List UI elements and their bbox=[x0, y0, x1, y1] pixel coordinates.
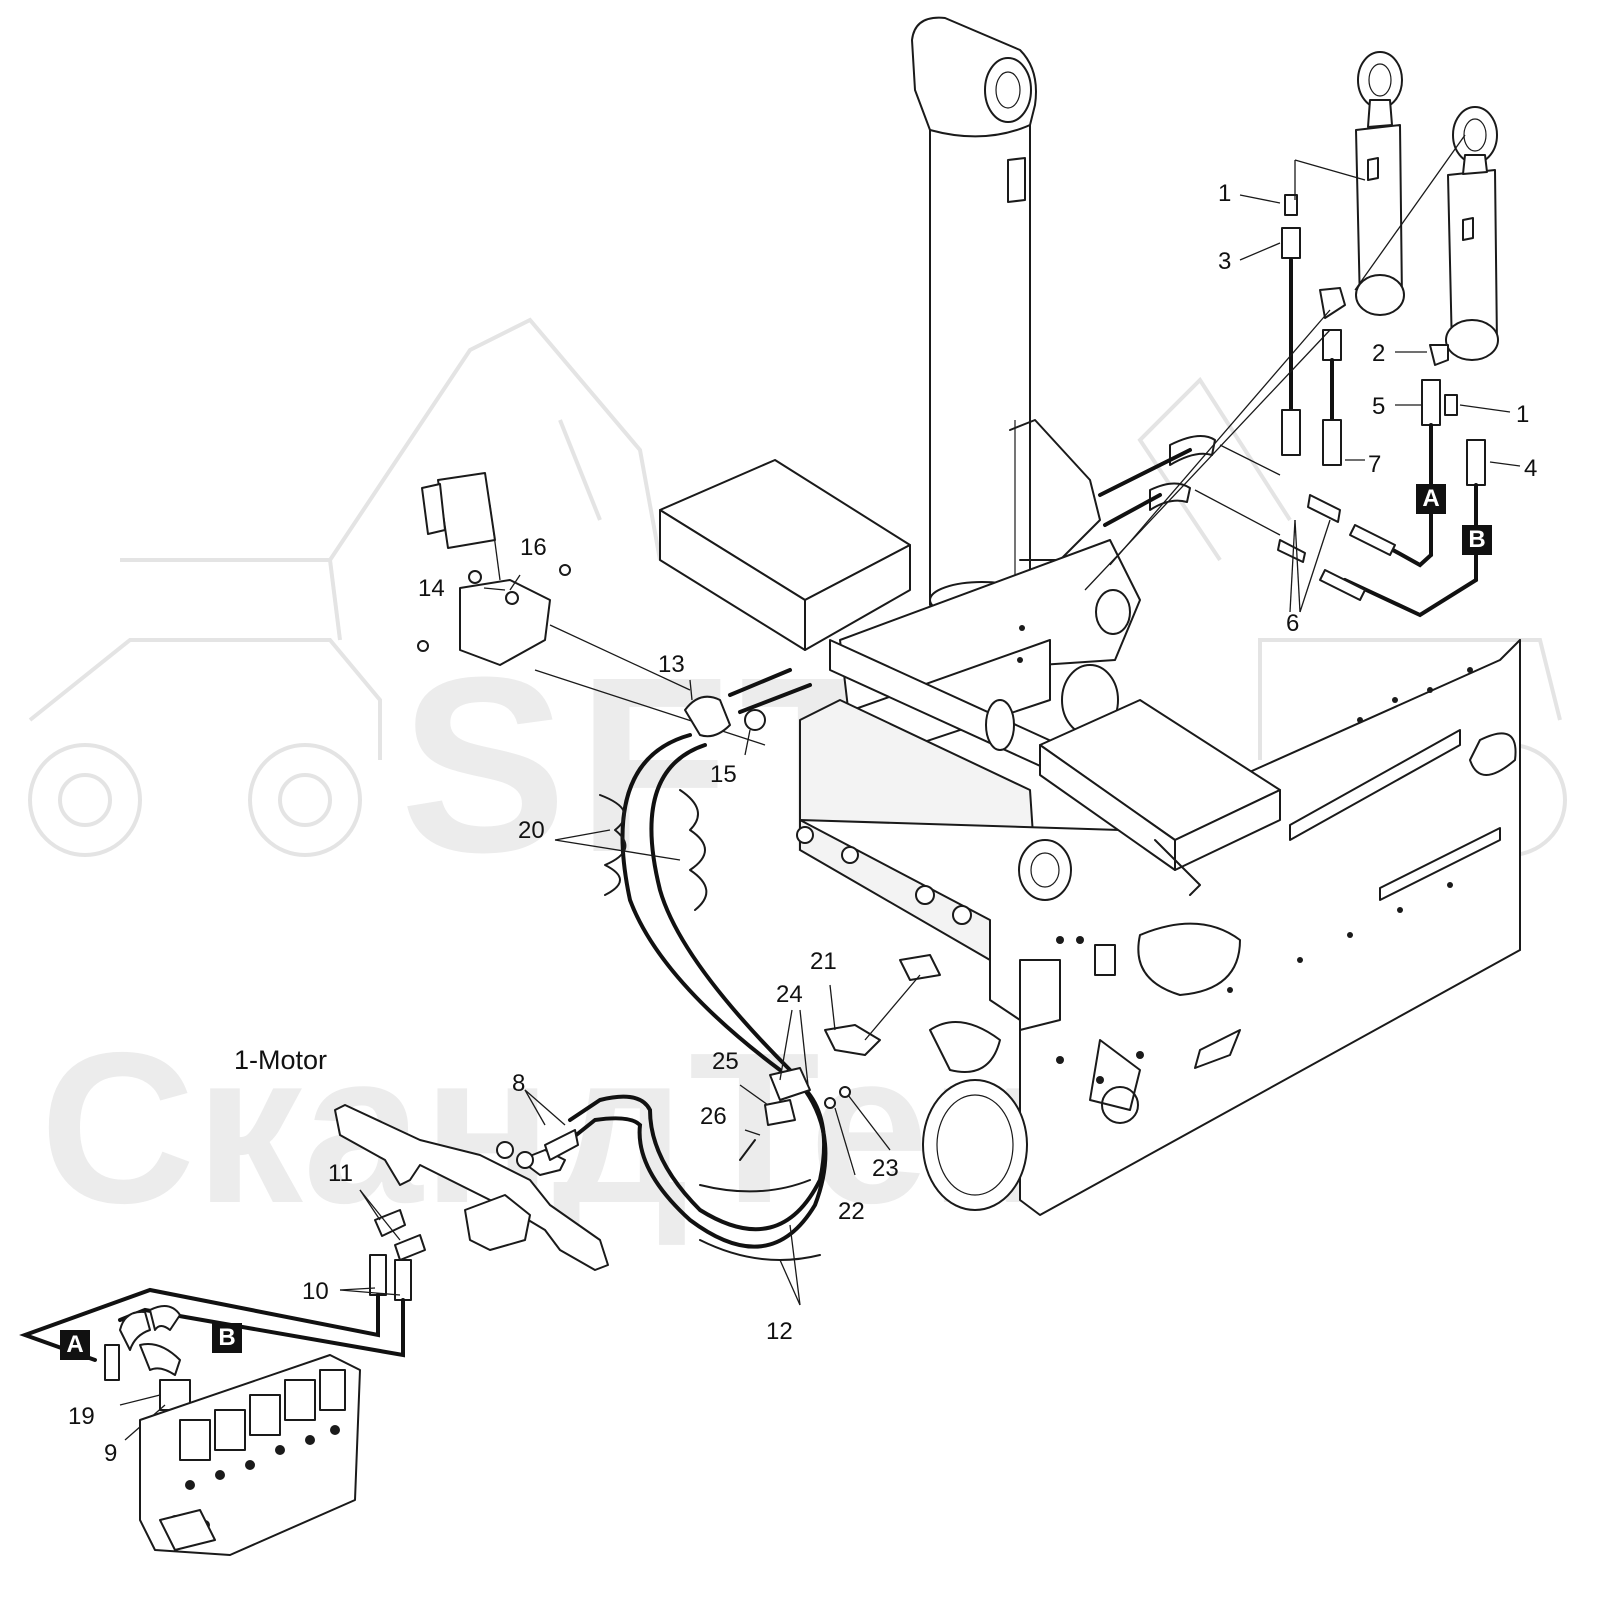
callout-1-top: 1 bbox=[1218, 180, 1232, 207]
upper-fittings bbox=[1084, 134, 1486, 618]
control-valve-block bbox=[139, 1354, 361, 1556]
callout-3: 3 bbox=[1218, 248, 1232, 275]
valve-bracket bbox=[417, 472, 766, 746]
callout-22: 22 bbox=[838, 1198, 865, 1225]
callout-5: 5 bbox=[1372, 393, 1386, 420]
callout-20: 20 bbox=[518, 817, 545, 844]
main-hoses bbox=[568, 668, 941, 1261]
callout-9: 9 bbox=[104, 1440, 118, 1467]
port-label-a-top: A bbox=[1416, 484, 1446, 514]
boom-column bbox=[911, 16, 1101, 619]
callout-7: 7 bbox=[1368, 451, 1382, 478]
callout-25: 25 bbox=[712, 1048, 739, 1075]
callout-24: 24 bbox=[776, 981, 803, 1008]
motor-bracket bbox=[19, 1104, 609, 1441]
port-label-b-top: B bbox=[1462, 525, 1492, 555]
callout-14: 14 bbox=[418, 575, 445, 602]
hydraulic-cylinder-left bbox=[1355, 51, 1405, 316]
callout-21: 21 bbox=[810, 948, 837, 975]
callout-15: 15 bbox=[710, 761, 737, 788]
callout-6: 6 bbox=[1286, 610, 1300, 637]
port-label-a-bottom: A bbox=[60, 1330, 90, 1360]
left-stabilizer-pad bbox=[659, 459, 911, 651]
motor-caption: 1-Motor bbox=[234, 1045, 328, 1075]
callout-10: 10 bbox=[302, 1278, 329, 1305]
callout-11: 11 bbox=[328, 1160, 353, 1187]
callout-8: 8 bbox=[512, 1070, 526, 1097]
callout-leaders bbox=[339, 194, 1521, 1306]
callout-23: 23 bbox=[872, 1155, 899, 1182]
cross-beam bbox=[829, 639, 1281, 896]
callout-19: 19 bbox=[68, 1403, 95, 1430]
callout-16: 16 bbox=[520, 534, 547, 561]
chassis-frame bbox=[796, 539, 1521, 1216]
hydraulic-cylinder-right bbox=[1445, 106, 1499, 361]
callout-13: 13 bbox=[658, 651, 685, 678]
callout-12: 12 bbox=[766, 1318, 793, 1345]
callout-26: 26 bbox=[700, 1103, 727, 1130]
callout-2: 2 bbox=[1372, 340, 1386, 367]
callout-4: 4 bbox=[1524, 455, 1538, 482]
port-label-b-bottom: B bbox=[212, 1323, 242, 1353]
callout-1-right: 1 bbox=[1516, 401, 1530, 428]
